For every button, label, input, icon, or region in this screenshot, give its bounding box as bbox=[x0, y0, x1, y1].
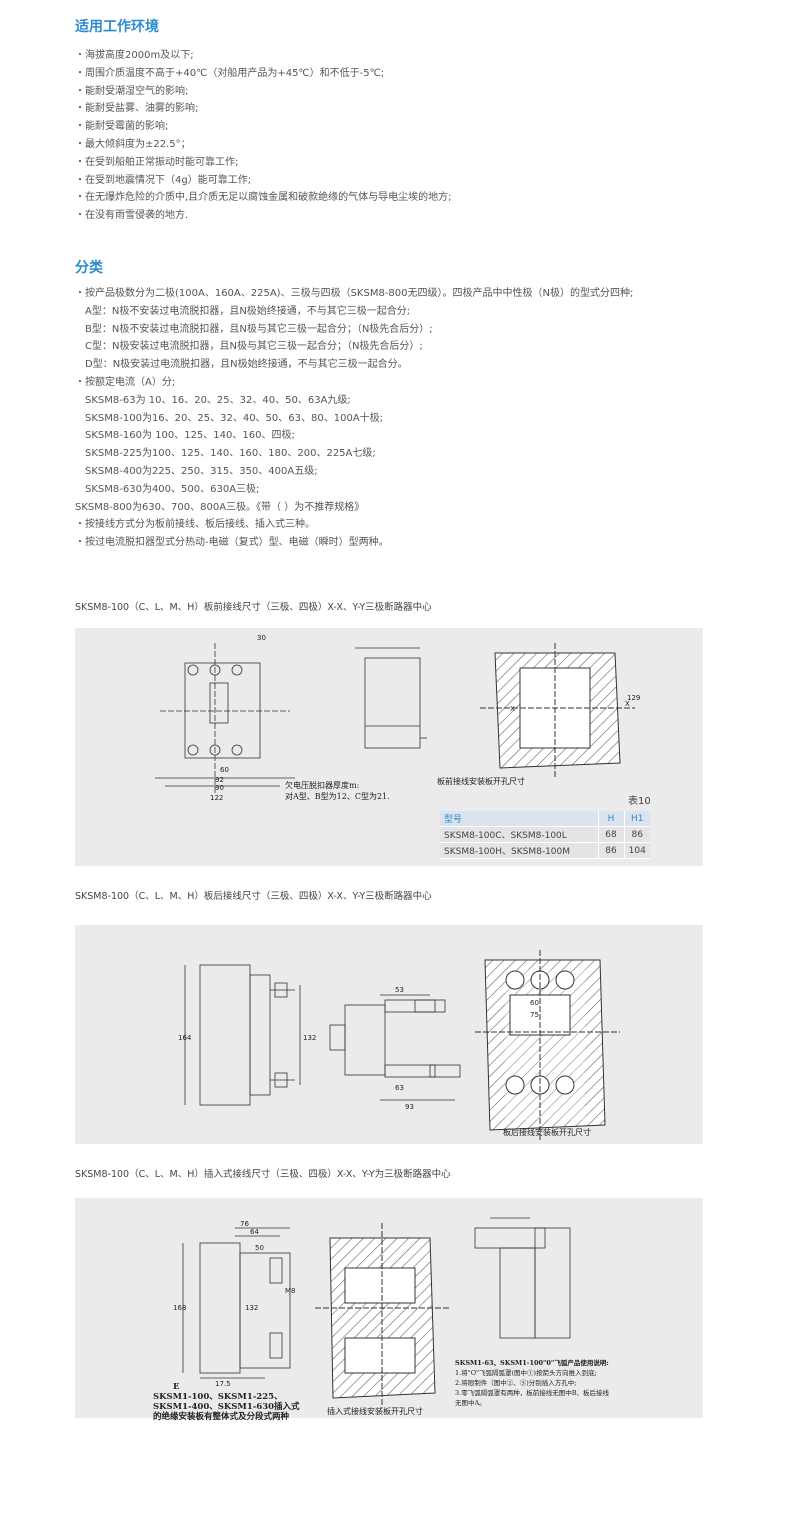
dim-label: 17.5 bbox=[215, 1380, 231, 1388]
front-wiring-drawing: X X 30 60 92 90 122 129 bbox=[155, 634, 640, 802]
plugin-wiring-drawing: 76 64 50 168 132 17.5 M8 bbox=[173, 1217, 571, 1408]
dim-label: 132 bbox=[303, 1034, 316, 1042]
section-title-classification: 分类 bbox=[75, 260, 103, 276]
dim-label: 122 bbox=[210, 794, 223, 802]
environment-item: ・能耐受潮湿空气的影响; bbox=[75, 85, 189, 97]
dim-label: 76 bbox=[240, 1220, 249, 1228]
classification-line: SKSM8-630为400、500、630A三极; bbox=[85, 483, 260, 495]
environment-list: ・海拔高度2000m及以下; ・周围介质温度不高于+40℃（对船用产品为+45℃）… bbox=[75, 47, 452, 225]
environment-item: ・在没有雨雪侵袭的地方. bbox=[75, 210, 189, 222]
classification-line: SKSM8-225为100、125、140、160、180、200、225A七级… bbox=[85, 448, 376, 460]
classification-line: A型：N极不安装过电流脱扣器，且N极始终接通，不与其它三极一起合分; bbox=[85, 305, 411, 317]
dim-label: 30 bbox=[257, 634, 266, 642]
environment-item: ・海拔高度2000m及以下; bbox=[75, 50, 194, 61]
environment-item: ・在受到船舶正常振动时能可靠工作; bbox=[75, 156, 239, 168]
classification-line: ・按过电流脱扣器型式分热动-电磁（复式）型、电磁（瞬时）型两种。 bbox=[75, 537, 389, 549]
dim-label: 168 bbox=[173, 1304, 186, 1312]
classification-line: SKSM8-63为 10、16、20、25、32、40、50、63A九级; bbox=[85, 394, 351, 406]
figure-rear-wiring: 164 132 53 63 93 60 75 板后接线安装板开孔尺寸 bbox=[75, 925, 703, 1144]
classification-line: ・按产品极数分为二极(100A、160A、225A)、三极与四极（SKSM8-8… bbox=[75, 288, 634, 299]
dim-label: 93 bbox=[405, 1103, 414, 1111]
table-number: 表10 bbox=[628, 796, 651, 807]
svg-text:X: X bbox=[625, 700, 630, 708]
svg-text:X: X bbox=[510, 705, 515, 713]
hole-label: 板前接线安装板开孔尺寸 bbox=[437, 777, 525, 786]
dim-label: 164 bbox=[178, 1034, 192, 1042]
classification-line: C型：N极安装过电流脱扣器，且N极与其它三极一起合分；（N极先合后分）; bbox=[85, 341, 423, 353]
undervoltage-note: 欠电压脱扣器厚度m:对A型、B型为12、C型为21. bbox=[285, 781, 390, 801]
dim-label: 132 bbox=[245, 1304, 258, 1312]
figure-front-wiring: X X 30 60 92 90 122 129 欠电压脱扣器厚度m:对A型、B型为… bbox=[75, 628, 703, 866]
section-title-environment: 适用工作环境 bbox=[75, 19, 159, 35]
dim-label: 64 bbox=[250, 1228, 259, 1236]
rear-wiring-drawing: 164 132 53 63 93 60 75 bbox=[178, 950, 620, 1140]
classification-line: SKSM8-400为225、250、315、350、400A五级; bbox=[85, 465, 318, 477]
figure-caption-rear: SKSM8-100（C、L、M、H）板后接线尺寸（三极、四极）X-X、Y-Y三极… bbox=[75, 891, 432, 902]
hole-label: 板后接线安装板开孔尺寸 bbox=[503, 1128, 591, 1137]
environment-item: ・能耐受盐雾、油雾的影响; bbox=[75, 103, 199, 115]
dim-label: 60 bbox=[530, 999, 539, 1007]
classification-line: D型：N极安装过电流脱扣器，且N极始终接通，不与其它三极一起合分。 bbox=[85, 359, 408, 371]
classification-list: ・按产品极数分为二极(100A、160A、225A)、三极与四极（SKSM8-8… bbox=[75, 285, 633, 552]
dim-label: 75 bbox=[530, 1011, 539, 1019]
environment-item: ・周围介质温度不高于+40℃（对船用产品为+45℃）和不低于-5℃; bbox=[75, 67, 385, 79]
classification-line: SKSM8-800为630、700、800A三极。《带（ ）为不推荐规格》 bbox=[75, 501, 365, 513]
environment-item: ・在无爆炸危险的介质中,且介质无足以腐蚀金属和破款绝缘的气体与导电尘埃的地方; bbox=[75, 192, 452, 204]
environment-item: ・在受到地震情况下（4g）能可靠工作; bbox=[75, 174, 252, 186]
dim-label: 53 bbox=[395, 986, 404, 994]
arc-product-instructions: SKSM1-63、SKSM1-100"0"飞弧产品使用说明:1.将"O"飞弧隔弧… bbox=[455, 1359, 609, 1407]
classification-line: SKSM8-100为16、20、25、32、40、50、63、80、100A十极… bbox=[85, 412, 384, 424]
classification-line: ・按额定电流（A）分; bbox=[75, 376, 176, 388]
dim-label: 129 bbox=[627, 694, 640, 702]
environment-item: ・最大倾斜度为±22.5°； bbox=[75, 138, 191, 150]
figure-caption-plugin: SKSM8-100（C、L、M、H）插入式接线尺寸（三极、四极）X-X、Y-Y为… bbox=[75, 1169, 451, 1180]
figure-caption-front: SKSM8-100（C、L、M、H）板前接线尺寸（三极、四极）X-X、Y-Y三极… bbox=[75, 602, 432, 613]
classification-line: B型：N极不安装过电流脱扣器，且N极与其它三极一起合分；（N极先合后分）; bbox=[85, 323, 433, 335]
dim-label: M8 bbox=[285, 1287, 296, 1295]
classification-line: ・按接线方式分为板前接线、板后接线、插入式三种。 bbox=[75, 519, 315, 531]
dim-label: 60 bbox=[220, 766, 229, 774]
dim-label: 92 bbox=[215, 776, 224, 784]
classification-line: SKSM8-160为 100、125、140、160、四极; bbox=[85, 430, 295, 442]
dim-label: 90 bbox=[215, 784, 224, 792]
dim-label: 50 bbox=[255, 1244, 264, 1252]
hole-label: 插入式接线安装板开孔尺寸 bbox=[327, 1407, 423, 1416]
environment-item: ・能耐受霉菌的影响; bbox=[75, 121, 169, 133]
dim-label: 63 bbox=[395, 1084, 404, 1092]
